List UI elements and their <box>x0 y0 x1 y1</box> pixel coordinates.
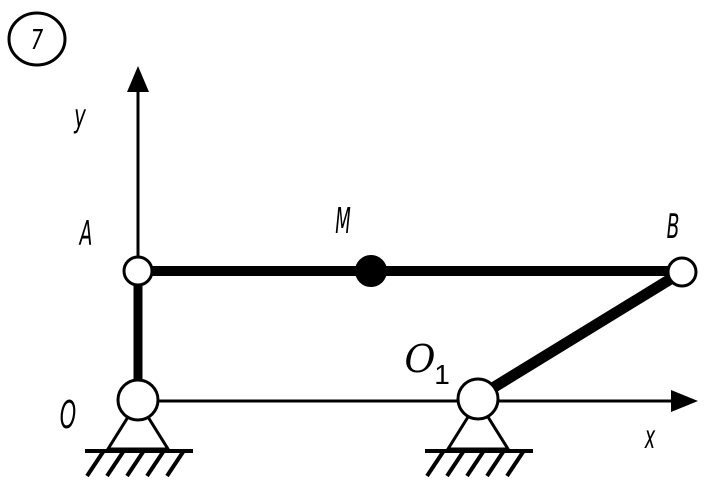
joint-O1 <box>456 377 500 421</box>
label-B: B <box>667 208 680 246</box>
x-axis: x <box>138 390 698 457</box>
link-O1B <box>475 267 685 402</box>
y-axis-label: y <box>73 98 86 135</box>
ground-hatch-O <box>85 450 185 478</box>
point-M <box>355 255 387 287</box>
label-O1: O 1 <box>404 337 449 390</box>
figure-number-badge: 7 <box>7 11 67 67</box>
ground-support-O1 <box>425 398 533 478</box>
label-A: A <box>78 215 92 253</box>
x-axis-label: x <box>644 419 656 456</box>
label-O1-main: O <box>404 337 435 381</box>
figure-number: 7 <box>31 24 44 56</box>
label-O1-subscript: 1 <box>434 359 450 390</box>
y-axis-arrowhead <box>127 66 149 92</box>
label-M: M <box>335 200 351 242</box>
label-O: O <box>60 395 76 438</box>
joint-O <box>116 378 160 422</box>
x-axis-arrowhead <box>671 390 698 412</box>
ground-hatch-O1 <box>425 450 525 478</box>
joint-A <box>122 255 154 287</box>
figure-number-circle <box>7 11 67 67</box>
ground-support-O <box>85 398 193 478</box>
joint-B <box>666 256 698 288</box>
